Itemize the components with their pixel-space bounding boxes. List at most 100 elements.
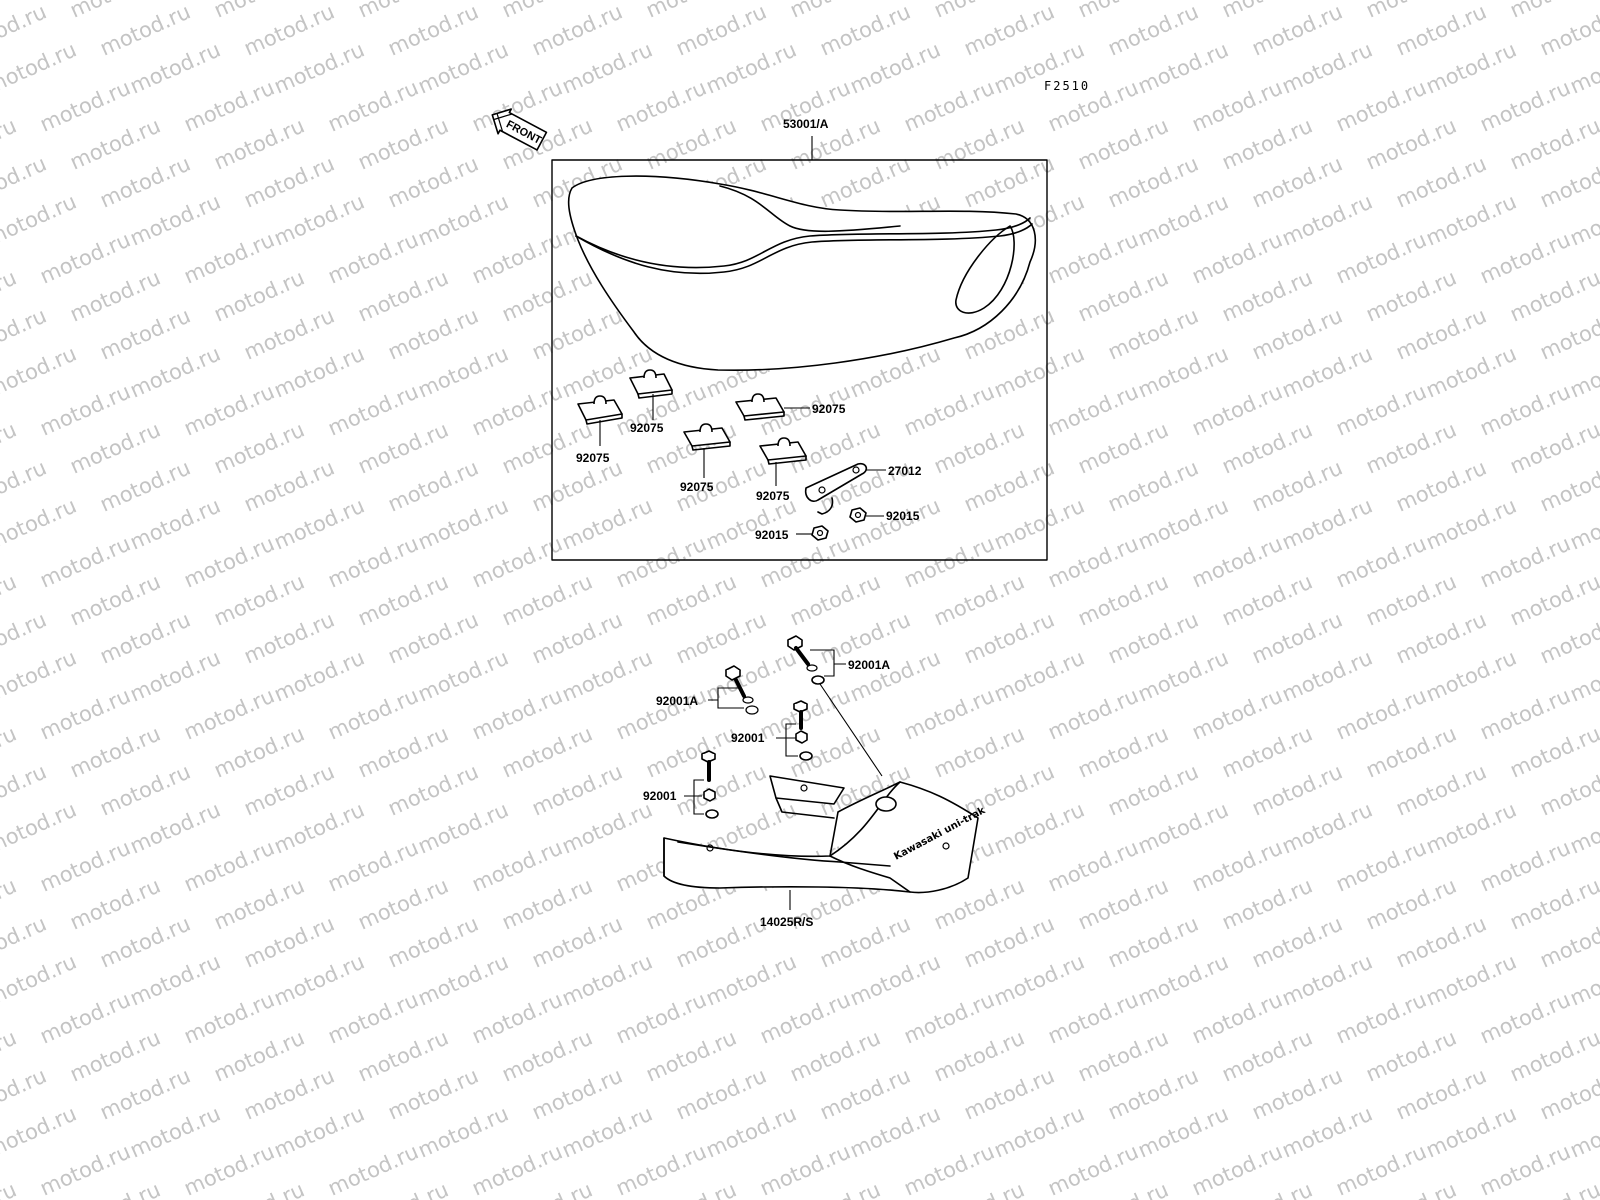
watermark-text: motod.ru — [240, 759, 338, 820]
watermark-text: motod.ru — [846, 949, 944, 1010]
watermark-text: motod.ru — [180, 835, 278, 896]
watermark-text: motod.ru — [1134, 1101, 1232, 1162]
watermark-text: motod.ru — [990, 341, 1088, 402]
watermark-text: motod.ru — [1506, 265, 1600, 326]
watermark-text: motod.ru — [126, 797, 224, 858]
watermark-text: motod.ru — [1392, 151, 1490, 212]
watermark-text: motod.ru — [126, 493, 224, 554]
watermark-text: motod.ru — [1476, 1139, 1574, 1200]
watermark-text: motod.ru — [558, 1101, 656, 1162]
watermark-text: motod.ru — [786, 1025, 884, 1086]
watermark-text: motod.ru — [36, 379, 134, 440]
watermark-text: motod.ru — [1044, 531, 1142, 592]
watermark-text: motod.ru — [558, 37, 656, 98]
watermark-text: motod.ru — [36, 987, 134, 1048]
watermark-text: motod.ru — [1362, 265, 1460, 326]
watermark-text: motod.ru — [900, 75, 998, 136]
watermark-text: motod.ru — [1422, 341, 1520, 402]
watermark-text: motod.ru — [1104, 1063, 1202, 1124]
watermark-text: motod.ru — [1332, 987, 1430, 1048]
watermark-text: motod.ru — [1134, 797, 1232, 858]
watermark-text: motod.ru — [528, 607, 626, 668]
watermark-text: motod.ru — [846, 1101, 944, 1162]
watermark-text: motod.ru — [1248, 607, 1346, 668]
watermark-text: motod.ru — [1362, 1025, 1460, 1086]
watermark-text: motod.ru — [558, 949, 656, 1010]
watermark-text: motod.ru — [126, 645, 224, 706]
watermark-text: motod.ru — [270, 949, 368, 1010]
watermark-text: motod.ru — [270, 37, 368, 98]
watermark-text: motod.ru — [1278, 645, 1376, 706]
watermark-text: motod.ru — [1278, 1101, 1376, 1162]
watermark-text: motod.ru — [1134, 341, 1232, 402]
watermark-text: motod.ru — [1476, 379, 1574, 440]
watermark-text: motod.ru — [468, 1139, 566, 1200]
watermark-text: motod.ru — [1218, 113, 1316, 174]
watermark-text: motod.ru — [1248, 303, 1346, 364]
watermark-text: motod.ru — [558, 797, 656, 858]
watermark-text: motod.ru — [1188, 75, 1286, 136]
watermark-text: motod.ru — [702, 949, 800, 1010]
watermark-text: motod.ru — [528, 0, 626, 61]
watermark-text: motod.ru — [1218, 721, 1316, 782]
watermark-text: motod.ru — [1104, 455, 1202, 516]
watermark-text: motod.ru — [1332, 75, 1430, 136]
watermark-text: motod.ru — [1362, 721, 1460, 782]
seat-group: 53001/A 92075 92075 — [551, 117, 1048, 561]
watermark-text: motod.ru — [612, 1139, 710, 1200]
watermark-text: motod.ru — [960, 455, 1058, 516]
watermark-text: motod.ru — [1392, 607, 1490, 668]
watermark-text: motod.ru — [126, 37, 224, 98]
watermark-text: motod.ru — [498, 265, 596, 326]
seat-rubber-label: 92075 — [756, 489, 790, 503]
watermark-text: motod.ru — [1248, 455, 1346, 516]
watermark-text: motod.ru — [468, 683, 566, 744]
watermark-text: motod.ru — [1218, 1025, 1316, 1086]
watermark-text: motod.ru — [180, 227, 278, 288]
watermark-text: motod.ru — [1218, 265, 1316, 326]
watermark-text: motod.ru — [1044, 227, 1142, 288]
watermark-text: motod.ru — [1332, 531, 1430, 592]
watermark-text: motod.ru — [1188, 379, 1286, 440]
watermark-text: motod.ru — [1332, 835, 1430, 896]
watermark-text: motod.ru — [612, 531, 710, 592]
watermark-text: motod.ru — [240, 911, 338, 972]
watermark-text: motod.ru — [66, 569, 164, 630]
watermark-text: motod.ru — [36, 683, 134, 744]
bolt-icon — [684, 750, 719, 819]
watermark-text: motod.ru — [1104, 151, 1202, 212]
watermark-text: motod.ru — [384, 759, 482, 820]
watermark-text: motod.ru — [1218, 417, 1316, 478]
watermark-text: motod.ru — [0, 797, 80, 858]
cover-label: 14025R/S — [760, 915, 813, 929]
watermark-text: motod.ru — [558, 493, 656, 554]
watermark-text: motod.ru — [558, 645, 656, 706]
watermark-text: motod.ru — [324, 683, 422, 744]
bolt-set-label: 92001 — [643, 789, 677, 803]
watermark-text: motod.ru — [846, 37, 944, 98]
figure-reference: F2510 — [1044, 79, 1090, 93]
watermark-text: motod.ru — [1332, 1139, 1430, 1200]
watermark-text: motod.ru — [1104, 607, 1202, 668]
watermark-text: motod.ru — [414, 341, 512, 402]
watermark-text: motod.ru — [354, 1025, 452, 1086]
watermark-text: motod.ru — [270, 341, 368, 402]
watermark-text: motod.ru — [672, 911, 770, 972]
watermark-text: motod.ru — [1134, 189, 1232, 250]
watermark-text: motod.ru — [930, 113, 1028, 174]
watermark-text: motod.ru — [1506, 113, 1600, 174]
watermark-text: motod.ru — [1362, 873, 1460, 934]
watermark-text: motod.ru — [210, 1025, 308, 1086]
watermark-text: motod.ru — [1188, 683, 1286, 744]
watermark-text: motod.ru — [1362, 569, 1460, 630]
watermark-text: motod.ru — [1476, 75, 1574, 136]
watermark-text: motod.ru — [990, 949, 1088, 1010]
watermark-text: motod.ru — [240, 455, 338, 516]
watermark-text: motod.ru — [240, 1063, 338, 1124]
watermark-text: motod.ru — [1506, 1025, 1600, 1086]
watermark-text: motod.ru — [1332, 683, 1430, 744]
watermark-text: motod.ru — [354, 265, 452, 326]
watermark-text: motod.ru — [642, 721, 740, 782]
watermark-text: motod.ru — [66, 1025, 164, 1086]
